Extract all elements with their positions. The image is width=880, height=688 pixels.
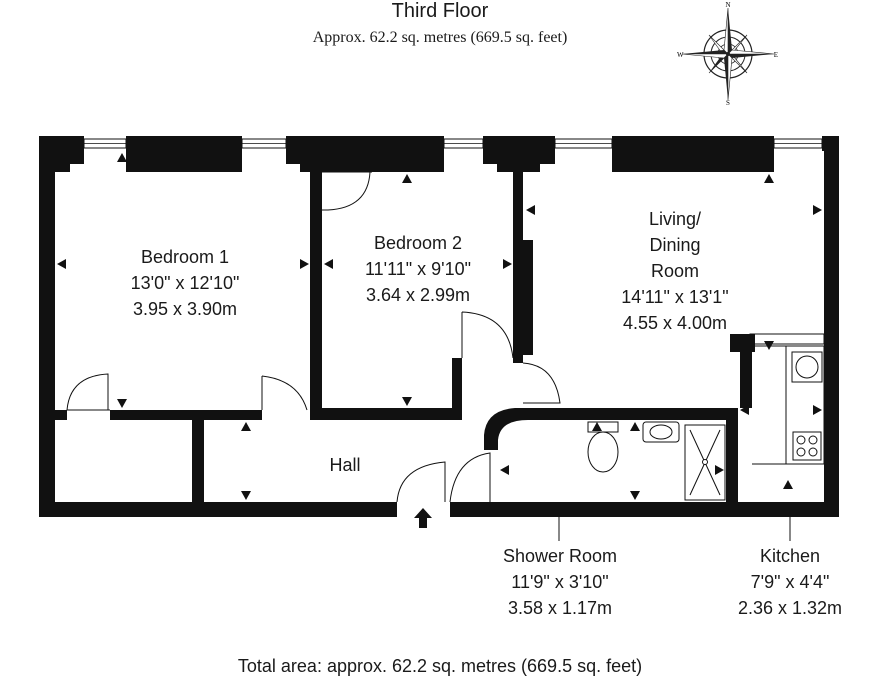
room-kitchen-name: Kitchen	[759, 546, 821, 566]
chimney-breast-3	[612, 136, 774, 172]
kitchen-hob	[792, 431, 822, 461]
floor-area-subtitle: Approx. 62.2 sq. metres (669.5 sq. feet)	[312, 29, 568, 46]
room-bedroom2-metric: 3.64 x 2.99m	[365, 285, 471, 305]
room-bedroom1-imperial: 13'0" x 12'10"	[130, 273, 240, 293]
wall-bedroom2-left	[310, 151, 322, 420]
room-shower-metric: 3.58 x 1.17m	[507, 598, 613, 618]
kitchen-window-frame	[749, 333, 825, 345]
wall-kitchen-stub	[740, 352, 752, 408]
wall-kitchen-top	[730, 334, 755, 352]
compass-w-label: W	[677, 51, 684, 59]
room-living-dining: Living/ Dining Room 14'11" x 13'1" 4.55 …	[580, 206, 770, 336]
outer-wall-left	[39, 136, 55, 517]
wall-bedroom2-alcove	[523, 240, 533, 355]
room-kitchen-metric: 2.36 x 1.32m	[737, 598, 843, 618]
room-kitchen-imperial: 7'9" x 4'4"	[750, 572, 830, 592]
wall-shower-curve	[484, 408, 738, 450]
kitchen-sink	[791, 351, 823, 383]
room-living-metric: 4.55 x 4.00m	[622, 313, 728, 333]
door-bedroom1-left	[66, 373, 110, 411]
door-bedroom2-bottom	[461, 311, 514, 359]
total-area-footer: Total area: approx. 62.2 sq. metres (669…	[237, 656, 643, 676]
room-bedroom1-name: Bedroom 1	[140, 247, 230, 267]
outer-wall-bottom-right	[450, 502, 839, 517]
shower-toilet-bowl	[587, 431, 619, 473]
outer-wall-right	[824, 136, 839, 517]
room-bedroom2-imperial: 11'11" x 9'10"	[364, 259, 472, 279]
room-kitchen: Kitchen 7'9" x 4'4" 2.36 x 1.32m	[720, 543, 860, 621]
chimney-jamb-1	[55, 151, 84, 172]
shower-tray	[684, 424, 726, 501]
compass-n-label: N	[725, 1, 730, 9]
outer-wall-top-mid3	[483, 136, 555, 151]
entrance-arrow-icon	[414, 508, 432, 528]
wall-bedroom2-bottom	[310, 408, 462, 420]
room-shower: Shower Room 11'9" x 3'10" 3.58 x 1.17m	[470, 543, 650, 621]
room-living-name-line2: Dining	[649, 235, 701, 255]
shower-basin	[642, 421, 680, 443]
wall-bedroom2-bottom-jamb	[452, 358, 462, 420]
compass-s-label: S	[726, 99, 730, 106]
room-bedroom1: Bedroom 1 13'0" x 12'10" 3.95 x 3.90m	[90, 244, 280, 322]
compass-rose-icon: N S E W	[677, 1, 778, 106]
room-hall-name: Hall	[329, 455, 361, 475]
compass-e-label: E	[774, 51, 778, 59]
room-hall: Hall	[300, 452, 390, 478]
room-shower-name: Shower Room	[502, 546, 618, 566]
door-shower	[449, 452, 491, 503]
wall-hall-left	[192, 418, 204, 502]
room-shower-imperial: 11'9" x 3'10"	[511, 572, 609, 592]
floor-title: Third Floor	[391, 0, 489, 22]
room-living-name-line1: Living/	[648, 209, 702, 229]
chimney-jamb-4	[522, 151, 555, 172]
room-bedroom1-metric: 3.95 x 3.90m	[132, 299, 238, 319]
wall-bedroom1-bottom-left	[55, 410, 67, 420]
room-living-name-line3: Room	[650, 261, 699, 281]
chimney-jamb-3	[483, 151, 515, 172]
wall-bedroom2-right	[513, 151, 523, 363]
door-bedroom1-right	[261, 375, 308, 411]
door-entrance	[396, 461, 446, 503]
room-bedroom2: Bedroom 2 11'11" x 9'10" 3.64 x 2.99m	[325, 230, 511, 308]
wall-bedroom1-bottom	[110, 410, 262, 420]
door-living	[522, 362, 561, 404]
chimney-breast-1	[126, 136, 242, 172]
wall-shower-kitchen	[726, 408, 738, 502]
door-bedroom2-top	[322, 171, 372, 211]
room-living-imperial: 14'11" x 13'1"	[621, 287, 729, 307]
kitchen-sink-bowl	[795, 355, 819, 379]
chimney-breast-2	[322, 136, 444, 172]
room-bedroom2-name: Bedroom 2	[373, 233, 463, 253]
outer-wall-bottom-left	[39, 502, 397, 517]
